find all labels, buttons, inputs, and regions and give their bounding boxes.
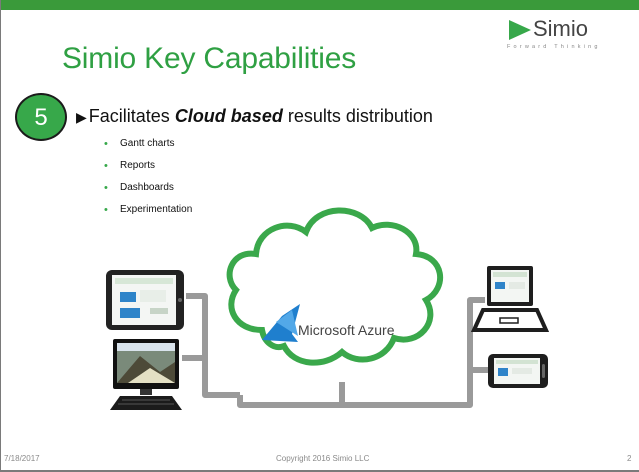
laptop-icon bbox=[470, 266, 550, 332]
list-item: • Reports bbox=[104, 160, 192, 182]
phone-icon bbox=[488, 354, 548, 388]
capability-number-badge: 5 bbox=[15, 93, 67, 141]
headline-emphasis: Cloud based bbox=[174, 106, 283, 126]
list-item-label: Gantt charts bbox=[120, 138, 175, 149]
logo-word: Simio bbox=[533, 16, 589, 41]
simio-logo-icon bbox=[509, 20, 531, 40]
headline-prefix: Facilitates bbox=[88, 106, 175, 126]
bullet-dot-icon: • bbox=[104, 182, 108, 194]
keyboard-icon bbox=[110, 396, 182, 410]
cable-cloud-right bbox=[339, 297, 485, 408]
list-item-label: Experimentation bbox=[120, 204, 193, 215]
bullet-dot-icon: • bbox=[104, 204, 108, 216]
list-item: • Experimentation bbox=[104, 204, 192, 226]
list-item: • Dashboards bbox=[104, 182, 192, 204]
headline-bullet: ▶Facilitates Cloud based results distrib… bbox=[76, 106, 433, 127]
tablet-icon bbox=[106, 270, 184, 330]
desktop-icon bbox=[113, 339, 179, 395]
list-item-label: Reports bbox=[120, 160, 156, 171]
slide-border-left bbox=[0, 0, 1, 472]
logo-tagline: Forward Thinking bbox=[507, 44, 601, 50]
cable-tablet bbox=[186, 293, 240, 398]
simio-logo: Simio Forward Thinking bbox=[505, 16, 635, 60]
slide-border-bottom bbox=[0, 470, 639, 472]
footer-copyright: Copyright 2016 Simio LLC bbox=[276, 454, 370, 463]
headline-suffix: results distribution bbox=[282, 106, 433, 126]
cable-cloud-left bbox=[237, 382, 345, 408]
bullet-arrow-icon: ▶ bbox=[76, 109, 87, 125]
footer-page-number: 2 bbox=[627, 454, 632, 463]
cloud-label: Microsoft Azure bbox=[298, 322, 395, 338]
cable-lines bbox=[182, 293, 488, 408]
bullet-dot-icon: • bbox=[104, 160, 108, 172]
sub-bullet-list: • Gantt charts • Reports • Dashboards • Expe… bbox=[104, 138, 192, 226]
slide-title: Simio Key Capabilities bbox=[62, 42, 357, 75]
azure-logo-icon bbox=[262, 304, 300, 342]
cloud-icon bbox=[226, 207, 444, 366]
top-accent-bar bbox=[0, 0, 639, 10]
bullet-dot-icon: • bbox=[104, 138, 108, 150]
list-item: • Gantt charts bbox=[104, 138, 192, 160]
footer-date: 7/18/2017 bbox=[4, 454, 40, 463]
list-item-label: Dashboards bbox=[120, 182, 174, 193]
